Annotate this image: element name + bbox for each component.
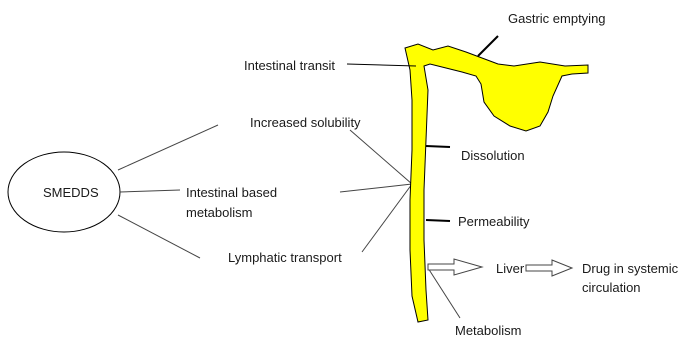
drug-circulation-label-line1: Drug in systemic (582, 261, 678, 277)
connector-smedds-metabolism (120, 190, 180, 192)
connector-metabolism-gi (340, 184, 412, 192)
metabolism-pointer (428, 268, 460, 318)
dissolution-label: Dissolution (461, 148, 525, 164)
connector-smedds-lymphatic (118, 215, 200, 258)
liver-label: Liver (496, 261, 524, 277)
gi-tract-shape (405, 44, 588, 322)
increased-solubility-label: Increased solubility (250, 115, 361, 131)
intestinal-metabolism-label-line2: metabolism (186, 205, 252, 221)
intestinal-transit-pointer (347, 64, 416, 66)
connector-lymphatic-gi (362, 184, 412, 252)
permeability-pointer (426, 220, 450, 221)
drug-circulation-label-line2: circulation (582, 280, 641, 296)
connector-smedds-solubility (118, 125, 218, 170)
arrow-gi-to-liver (428, 259, 482, 275)
metabolism-label: Metabolism (455, 323, 521, 339)
intestinal-metabolism-label-line1: Intestinal based (186, 185, 277, 201)
gastric-emptying-pointer (478, 36, 498, 56)
smedds-label: SMEDDS (43, 185, 99, 201)
connector-solubility-gi (350, 130, 412, 184)
intestinal-transit-label: Intestinal transit (244, 58, 335, 74)
permeability-label: Permeability (458, 214, 530, 230)
gastric-emptying-label: Gastric emptying (508, 11, 606, 27)
lymphatic-transport-label: Lymphatic transport (228, 250, 342, 266)
arrow-liver-to-circulation (526, 260, 572, 276)
dissolution-pointer (426, 146, 450, 147)
